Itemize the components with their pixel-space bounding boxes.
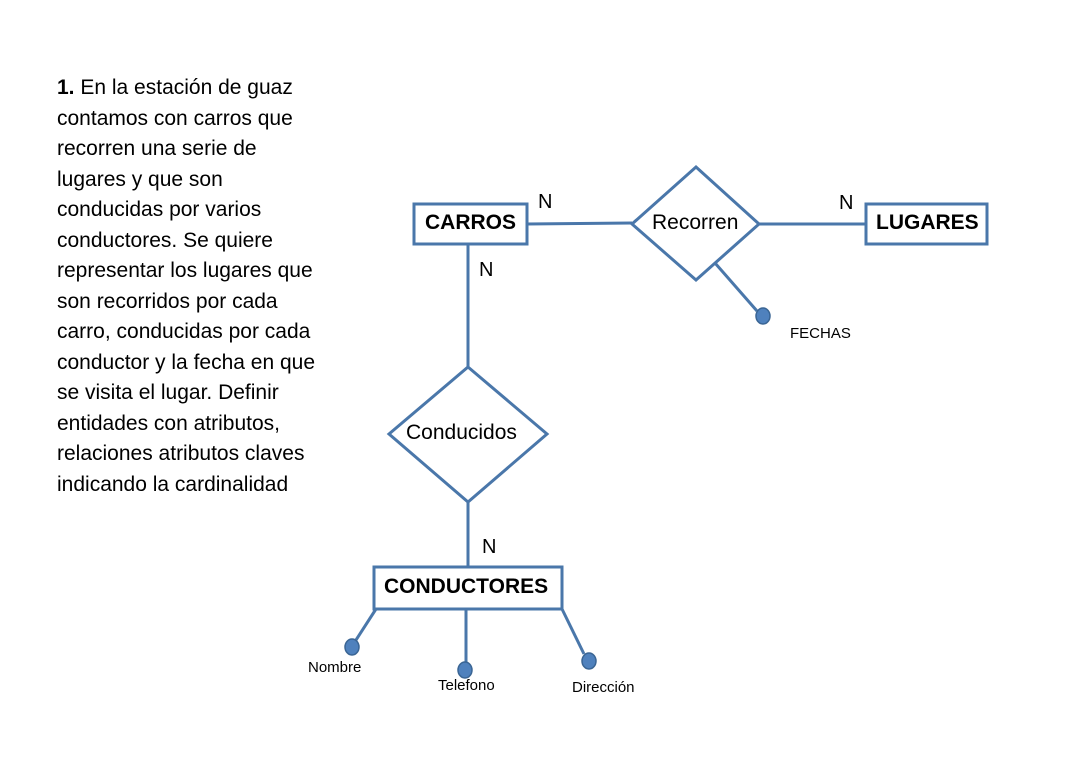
cardinality-conducidos-conductores: N [482, 536, 497, 558]
attribute-fechas-label: FECHAS [790, 325, 851, 342]
attribute-direccion-label: Dirección [572, 679, 635, 696]
relationship-conducidos-diamond [386, 365, 550, 504]
connector-carros-recorren [526, 221, 633, 226]
problem-number: 1. [57, 76, 75, 99]
problem-statement: 1. En la estación de guaz contamos con c… [57, 73, 319, 500]
connector-recorren-fechas [713, 262, 759, 312]
attribute-telefono-dot [457, 661, 473, 679]
entity-lugares-label: LUGARES [876, 211, 979, 234]
attribute-telefono-label: Telefono [438, 677, 495, 694]
entity-conductores-label: CONDUCTORES [384, 575, 549, 598]
cardinality-carros-conducidos: N [479, 259, 494, 281]
attribute-nombre-label: Nombre [308, 659, 362, 676]
cardinality-carros-recorren: N [538, 191, 553, 213]
connector-conductores-nombre [354, 608, 378, 641]
entity-lugares-box [864, 202, 989, 246]
attribute-nombre-dot [344, 638, 360, 656]
problem-text: En la estación de guaz contamos con carr… [57, 76, 316, 496]
attribute-direccion-dot [581, 652, 597, 670]
connector-conductores-direccion [560, 608, 586, 655]
attribute-fechas-dot [755, 307, 771, 325]
entity-carros-box [412, 202, 529, 246]
relationship-recorren-label: Recorren [652, 211, 739, 234]
entity-conductores-box [372, 565, 564, 611]
entity-carros-label: CARROS [425, 211, 517, 234]
relationship-conducidos-label: Conducidos [406, 421, 517, 444]
cardinality-recorren-lugares: N [839, 192, 854, 214]
relationship-recorren-diamond [629, 164, 762, 282]
